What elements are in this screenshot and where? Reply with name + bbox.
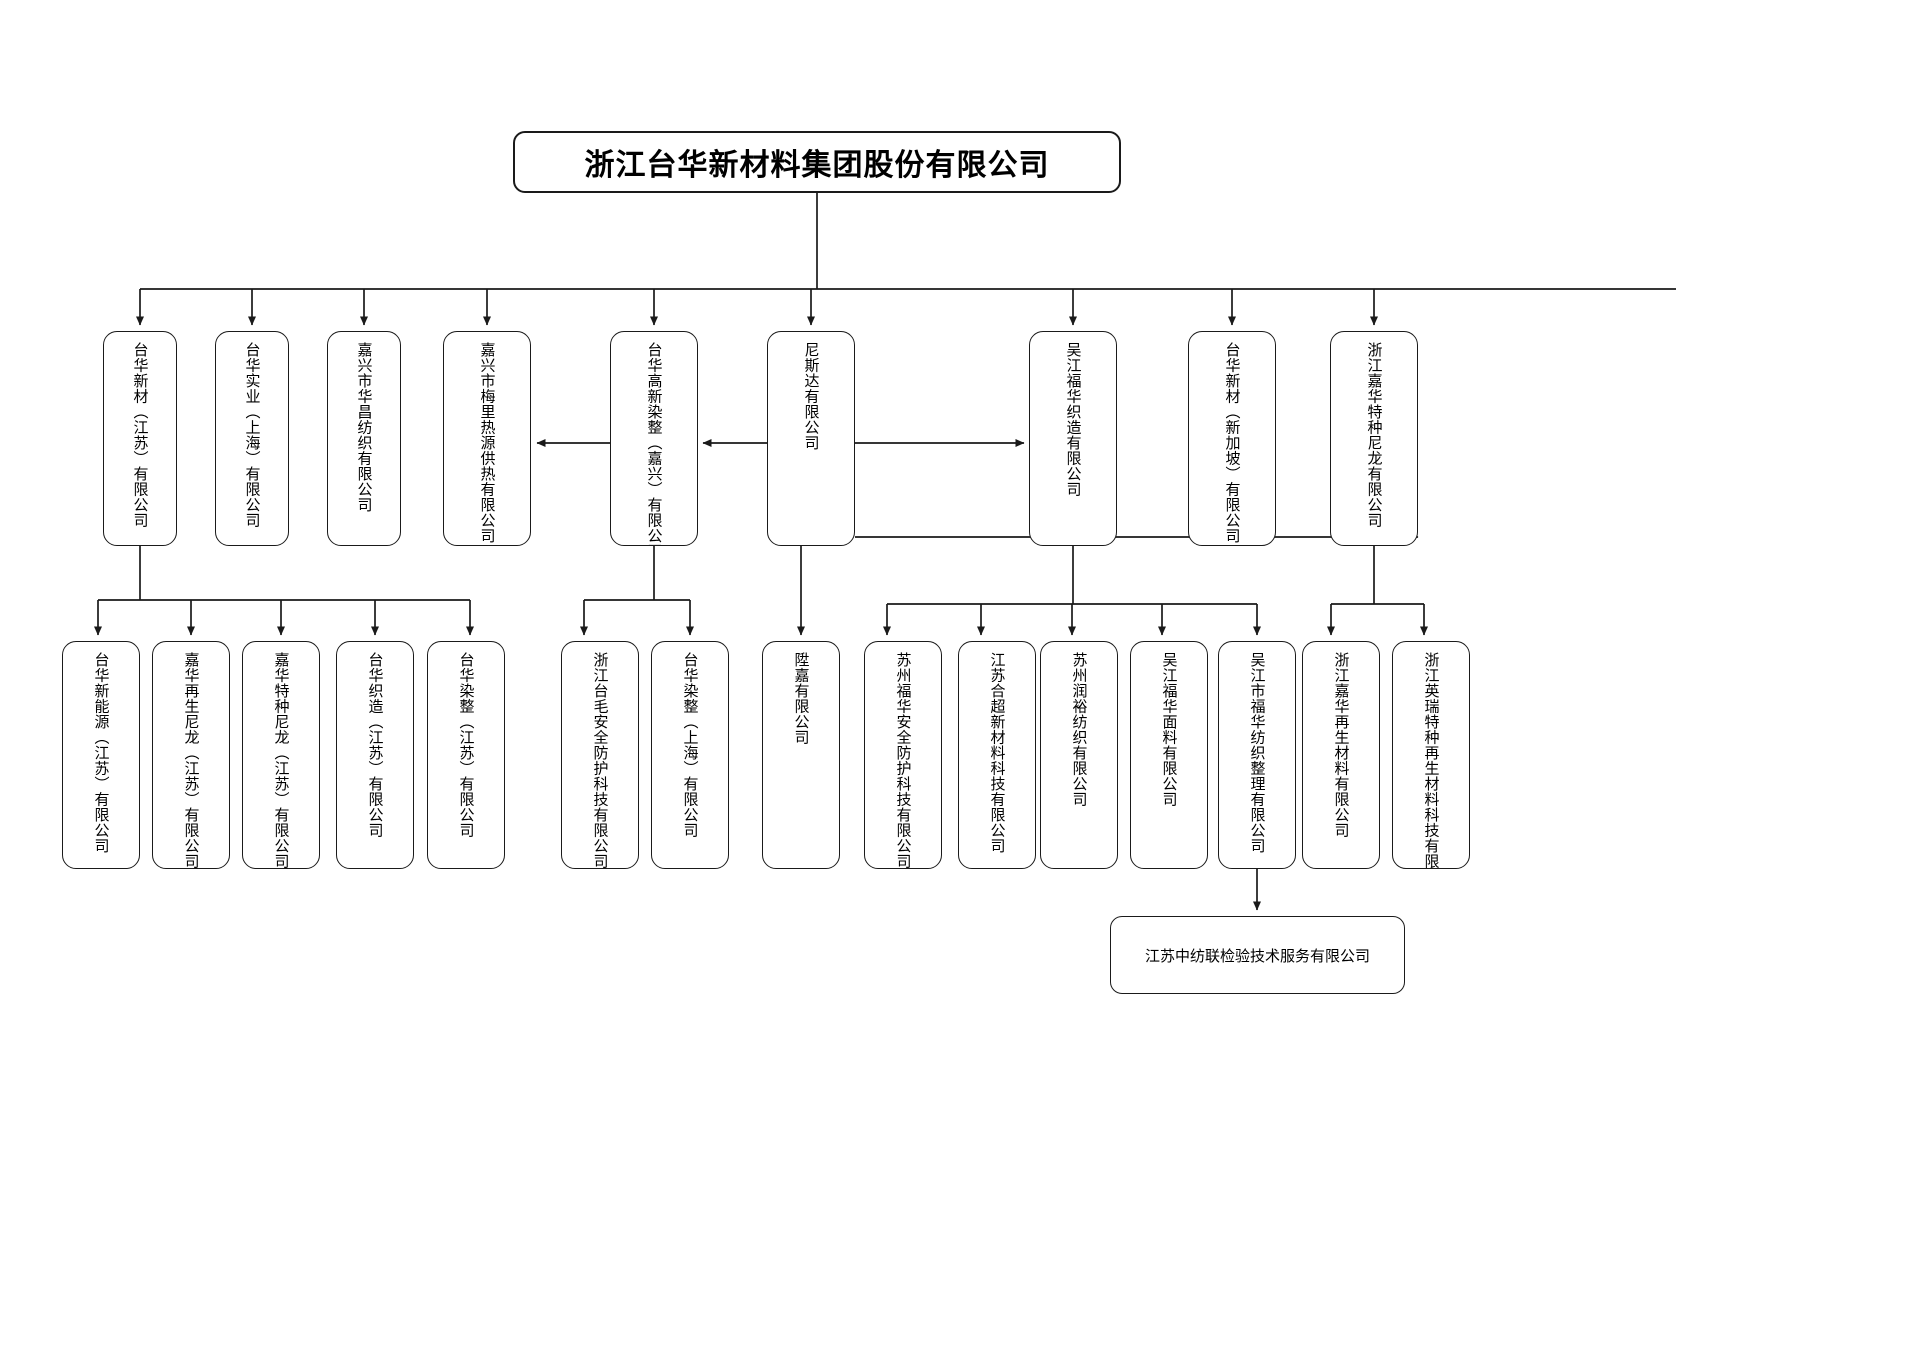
tier1-node-1[interactable]: 台华实业（上海）有限公司: [215, 331, 289, 546]
tier2-node-3[interactable]: 台华织造（江苏）有限公司: [336, 641, 414, 869]
tier2-node-6[interactable]: 台华染整（上海）有限公司: [651, 641, 729, 869]
tier2-label-4: 台华染整（江苏）有限公司: [457, 652, 475, 838]
tier2-node-9[interactable]: 江苏合超新材料科技有限公司: [958, 641, 1036, 869]
tier2-label-5: 浙江台毛安全防护科技有限公司: [591, 652, 609, 869]
tier2-label-13: 浙江嘉华再生材料有限公司: [1332, 652, 1350, 838]
tier1-label-7: 台华新材（新加坡）有限公司: [1223, 342, 1241, 544]
tier2-label-9: 江苏合超新材料科技有限公司: [988, 652, 1006, 854]
tier2-label-14: 浙江英瑞特种再生材料科技有限公司: [1422, 652, 1440, 869]
tier2-node-11[interactable]: 吴江福华面料有限公司: [1130, 641, 1208, 869]
tier2-label-1: 嘉华再生尼龙（江苏）有限公司: [182, 652, 200, 869]
tier2-node-5[interactable]: 浙江台毛安全防护科技有限公司: [561, 641, 639, 869]
tier2-label-2: 嘉华特种尼龙（江苏）有限公司: [272, 652, 290, 869]
tier1-label-8: 浙江嘉华特种尼龙有限公司: [1365, 342, 1383, 528]
tier2-node-1[interactable]: 嘉华再生尼龙（江苏）有限公司: [152, 641, 230, 869]
tier2-node-2[interactable]: 嘉华特种尼龙（江苏）有限公司: [242, 641, 320, 869]
tier2-node-0[interactable]: 台华新能源（江苏）有限公司: [62, 641, 140, 869]
tier1-node-4[interactable]: 台华高新染整（嘉兴）有限公司: [610, 331, 698, 546]
tier1-label-4: 台华高新染整（嘉兴）有限公司: [645, 342, 663, 546]
tier1-node-7[interactable]: 台华新材（新加坡）有限公司: [1188, 331, 1276, 546]
tier1-node-8[interactable]: 浙江嘉华特种尼龙有限公司: [1330, 331, 1418, 546]
tier2-label-6: 台华染整（上海）有限公司: [681, 652, 699, 838]
tier2-label-3: 台华织造（江苏）有限公司: [366, 652, 384, 838]
tier2-label-0: 台华新能源（江苏）有限公司: [92, 652, 110, 854]
tier1-label-6: 吴江福华织造有限公司: [1064, 342, 1082, 497]
tier2-node-8[interactable]: 苏州福华安全防护科技有限公司: [864, 641, 942, 869]
tier2-node-7[interactable]: 陞嘉有限公司: [762, 641, 840, 869]
tier1-label-3: 嘉兴市梅里热源供热有限公司: [478, 342, 496, 544]
root-node[interactable]: 浙江台华新材料集团股份有限公司: [513, 131, 1121, 193]
tier1-node-3[interactable]: 嘉兴市梅里热源供热有限公司: [443, 331, 531, 546]
tier3-label-0: 江苏中纺联检验技术服务有限公司: [1144, 947, 1370, 965]
tier2-node-12[interactable]: 吴江市福华纺织整理有限公司: [1218, 641, 1296, 869]
tier1-node-6[interactable]: 吴江福华织造有限公司: [1029, 331, 1117, 546]
tier2-node-13[interactable]: 浙江嘉华再生材料有限公司: [1302, 641, 1380, 869]
tier1-node-2[interactable]: 嘉兴市华昌纺织有限公司: [327, 331, 401, 546]
root-label: 浙江台华新材料集团股份有限公司: [584, 149, 1050, 182]
tier1-label-0: 台华新材（江苏）有限公司: [131, 342, 149, 528]
tier1-node-0[interactable]: 台华新材（江苏）有限公司: [103, 331, 177, 546]
tier2-label-12: 吴江市福华纺织整理有限公司: [1248, 652, 1266, 854]
tier2-node-14[interactable]: 浙江英瑞特种再生材料科技有限公司: [1392, 641, 1470, 869]
tier1-label-2: 嘉兴市华昌纺织有限公司: [355, 342, 373, 513]
tier2-node-10[interactable]: 苏州润裕纺织有限公司: [1040, 641, 1118, 869]
tier2-node-4[interactable]: 台华染整（江苏）有限公司: [427, 641, 505, 869]
tier2-label-10: 苏州润裕纺织有限公司: [1070, 652, 1088, 807]
tier2-label-8: 苏州福华安全防护科技有限公司: [894, 652, 912, 869]
tier2-label-7: 陞嘉有限公司: [792, 652, 810, 745]
tier2-label-11: 吴江福华面料有限公司: [1160, 652, 1178, 807]
tier1-node-5[interactable]: 尼斯达有限公司: [767, 331, 855, 546]
tier1-label-1: 台华实业（上海）有限公司: [243, 342, 261, 528]
tier1-label-5: 尼斯达有限公司: [802, 342, 820, 451]
tier3-node-0[interactable]: 江苏中纺联检验技术服务有限公司: [1110, 916, 1405, 994]
